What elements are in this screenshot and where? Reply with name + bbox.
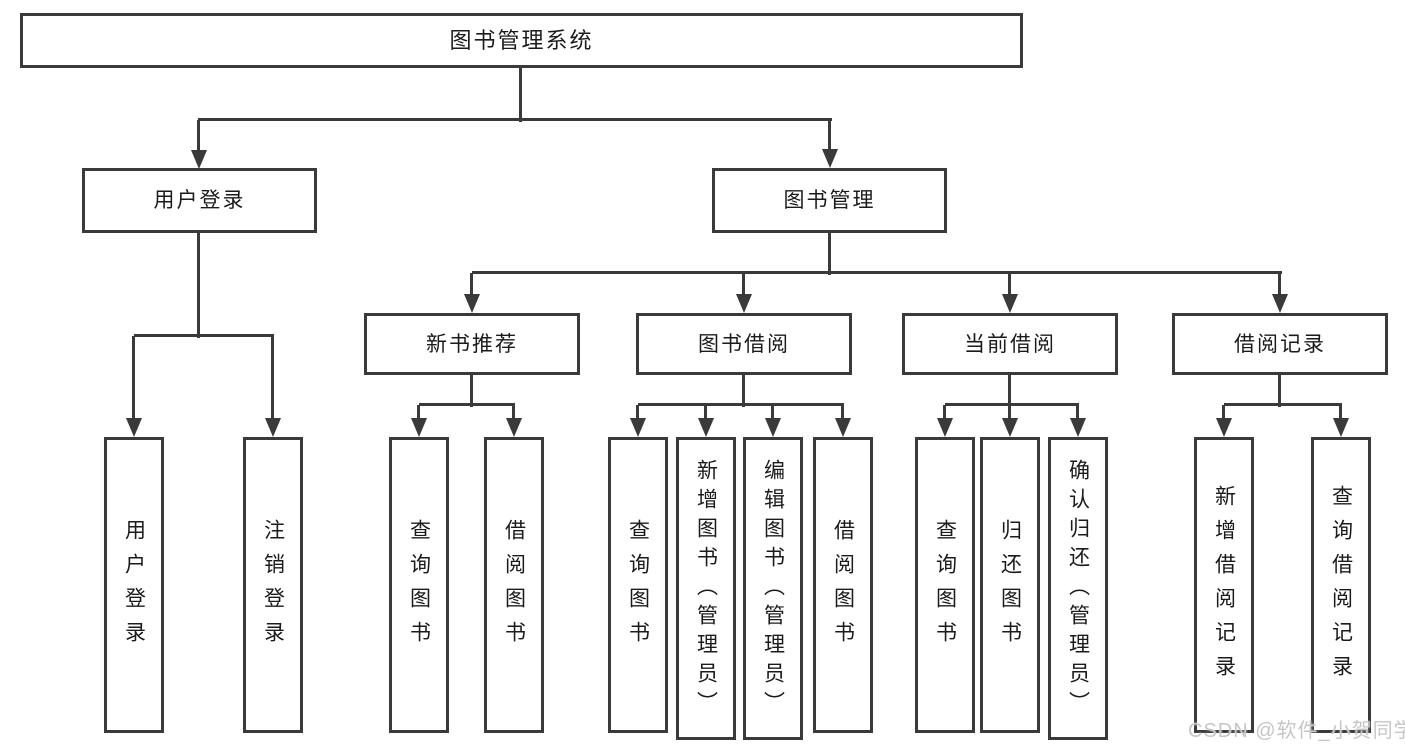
connector-line — [742, 273, 745, 301]
arrow-down-icon — [1216, 418, 1232, 437]
leaf-logout: 注销登录 — [243, 437, 303, 733]
node-book-borrow: 图书借阅 — [636, 313, 852, 375]
connector-line — [638, 403, 844, 406]
leaf-add-book-admin: 新增图书（管理员） — [676, 437, 736, 740]
connector-line — [1224, 403, 1342, 406]
leaf-add-borrow-record: 新增借阅记录 — [1194, 437, 1254, 733]
arrow-down-icon — [1070, 418, 1086, 437]
connector-line — [828, 120, 831, 155]
connector-line — [197, 232, 200, 338]
csdn-watermark: CSDN @软件_小贺同学 — [1188, 720, 1405, 742]
connector-line — [1278, 273, 1281, 301]
arrow-down-icon — [411, 418, 427, 437]
arrow-down-icon — [630, 418, 646, 437]
leaf-borrow-query-book: 查询图书 — [608, 437, 668, 733]
arrow-down-icon — [1333, 418, 1349, 437]
arrow-down-icon — [1002, 418, 1018, 437]
connector-line — [197, 120, 200, 155]
leaf-return-book: 归还图书 — [980, 437, 1040, 733]
connector-line — [945, 403, 1079, 406]
connector-line — [943, 405, 946, 423]
leaf-recommend-borrow-book: 借阅图书 — [484, 437, 544, 733]
arrow-down-icon — [765, 418, 781, 437]
connector-line — [742, 374, 745, 407]
connector-line — [1008, 273, 1011, 301]
connector-line — [472, 271, 1282, 274]
node-book-management: 图书管理 — [712, 168, 947, 233]
leaf-confirm-return-admin: 确认归还（管理员） — [1048, 437, 1108, 740]
connector-line — [519, 67, 522, 122]
arrow-down-icon — [126, 418, 142, 437]
arrow-down-icon — [1272, 294, 1288, 313]
connector-line — [419, 403, 515, 406]
connector-line — [132, 336, 135, 424]
leaf-edit-book-admin: 编辑图书（管理员） — [743, 437, 803, 740]
connector-line — [704, 405, 707, 423]
node-borrow-record: 借阅记录 — [1172, 313, 1388, 375]
arrow-down-icon — [822, 149, 838, 168]
connector-line — [512, 405, 515, 423]
connector-line — [271, 336, 274, 424]
connector-line — [134, 334, 274, 337]
arrow-down-icon — [265, 418, 281, 437]
connector-line — [636, 405, 639, 423]
connector-line — [828, 232, 831, 275]
node-current-borrow: 当前借阅 — [902, 313, 1118, 375]
connector-line — [470, 273, 473, 301]
arrow-down-icon — [191, 150, 207, 169]
leaf-borrow-book: 借阅图书 — [813, 437, 873, 733]
connector-line — [1222, 405, 1225, 423]
connector-line — [1008, 374, 1011, 407]
leaf-user-login: 用户登录 — [104, 437, 164, 733]
leaf-recommend-query-book: 查询图书 — [389, 437, 449, 733]
connector-line — [1278, 374, 1281, 407]
connector-line — [1076, 405, 1079, 423]
connector-line — [1339, 405, 1342, 423]
arrow-down-icon — [736, 294, 752, 313]
arrow-down-icon — [937, 418, 953, 437]
node-user-login: 用户登录 — [82, 168, 317, 233]
arrow-down-icon — [1002, 294, 1018, 313]
connector-line — [771, 405, 774, 423]
leaf-query-borrow-record: 查询借阅记录 — [1311, 437, 1371, 733]
arrow-down-icon — [464, 294, 480, 313]
connector-line — [470, 374, 473, 407]
arrow-down-icon — [835, 418, 851, 437]
node-root: 图书管理系统 — [20, 13, 1023, 68]
leaf-current-query-book: 查询图书 — [915, 437, 975, 733]
connector-line — [841, 405, 844, 423]
connector-line — [198, 118, 832, 121]
arrow-down-icon — [506, 418, 522, 437]
connector-line — [417, 405, 420, 423]
connector-line — [1008, 405, 1011, 423]
node-new-book-recommend: 新书推荐 — [364, 313, 580, 375]
arrow-down-icon — [698, 418, 714, 437]
